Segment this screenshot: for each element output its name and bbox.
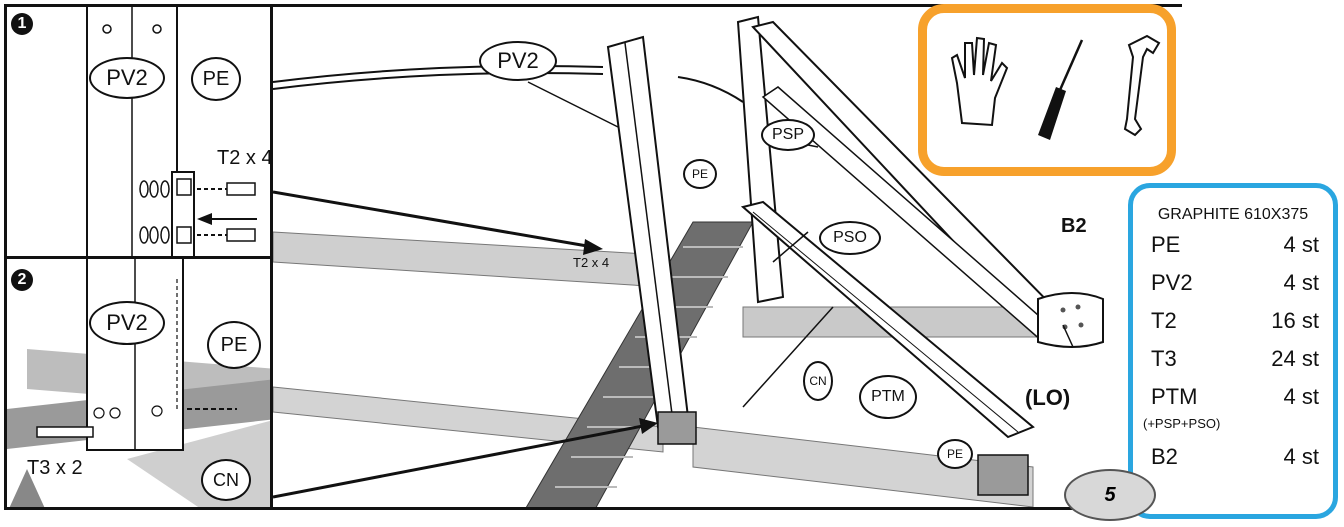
step1-pe-label: PE bbox=[191, 57, 241, 101]
parts-list-box: GRAPHITE 610X375 PE 4 st PV2 4 st T2 16 … bbox=[1128, 183, 1338, 519]
step2-pv2-label: PV2 bbox=[89, 301, 165, 345]
step1-post-illustration bbox=[86, 7, 257, 257]
step1-pv2-label: PV2 bbox=[89, 57, 165, 99]
part-qty: 24 st bbox=[1271, 346, 1319, 371]
part-qty: 4 st bbox=[1283, 444, 1319, 469]
parts-list-title: GRAPHITE 610X375 bbox=[1157, 206, 1309, 223]
part-name: PV2 bbox=[1151, 270, 1193, 295]
step1-badge: 1 bbox=[11, 13, 33, 35]
parts-row: T3 24 st bbox=[1151, 346, 1319, 380]
step2-badge: 2 bbox=[11, 269, 33, 291]
main-assembly-illustration bbox=[273, 15, 1104, 507]
main-psp-label: PSP bbox=[761, 119, 815, 151]
parts-row: PTM 4 st bbox=[1151, 384, 1319, 418]
parts-note: (+PSP+PSO) bbox=[1143, 416, 1221, 431]
part-qty: 4 st bbox=[1283, 232, 1319, 257]
parts-row: PV2 4 st bbox=[1151, 270, 1319, 304]
step2-pe-label: PE bbox=[207, 321, 261, 369]
part-qty: 16 st bbox=[1271, 308, 1319, 333]
required-tools-box bbox=[918, 4, 1176, 176]
step2-post-illustration bbox=[7, 259, 271, 507]
part-name: T2 bbox=[1151, 308, 1177, 333]
main-lo-label: (LO) bbox=[1025, 385, 1071, 410]
part-qty: 4 st bbox=[1283, 384, 1319, 409]
step1-detail-panel: 1 PV2 PE T2 x 4 bbox=[4, 4, 274, 260]
main-b2-label: B2 bbox=[1061, 215, 1087, 237]
gloves-icon bbox=[950, 36, 1009, 127]
step1-t2x4-label: T2 x 4 bbox=[217, 147, 273, 169]
main-pso-label: PSO bbox=[819, 221, 881, 255]
step2-t3x2-label: T3 x 2 bbox=[27, 457, 83, 479]
main-pe-label-bottom: PE bbox=[937, 439, 973, 469]
main-t2x4-label: T2 x 4 bbox=[573, 255, 610, 270]
page-number: 5 bbox=[1064, 469, 1156, 521]
main-cn-label: CN bbox=[803, 361, 833, 401]
step2-detail-panel: 2 PV2 PE T3 x 2 CN bbox=[4, 256, 274, 510]
screwdriver-icon bbox=[1038, 39, 1084, 140]
part-name: PTM bbox=[1151, 384, 1198, 409]
main-pe-label-top: PE bbox=[683, 159, 717, 189]
main-pv2-label: PV2 bbox=[479, 41, 557, 81]
parts-row: PE 4 st bbox=[1151, 232, 1319, 266]
part-name: T3 bbox=[1151, 346, 1177, 371]
part-name: PE bbox=[1151, 232, 1181, 257]
step2-cn-label: CN bbox=[201, 459, 251, 501]
part-qty: 4 st bbox=[1283, 270, 1319, 295]
parts-row: B2 4 st bbox=[1151, 444, 1319, 478]
main-ptm-label: PTM bbox=[859, 375, 917, 419]
parts-row: T2 16 st bbox=[1151, 308, 1319, 342]
wrench-icon bbox=[1123, 34, 1161, 137]
part-name: B2 bbox=[1151, 444, 1178, 469]
